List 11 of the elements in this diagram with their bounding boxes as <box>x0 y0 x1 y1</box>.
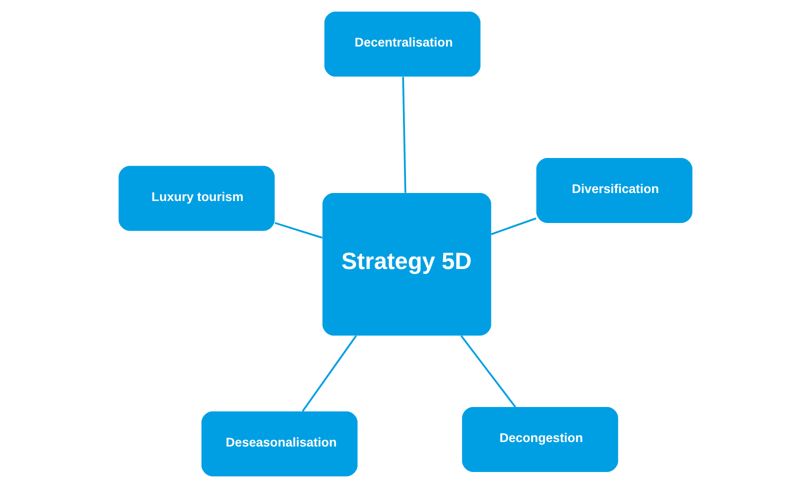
node-box: Deseasonalisation <box>201 411 358 476</box>
connector <box>302 335 357 412</box>
node-box: Decentralisation <box>324 12 480 77</box>
connector <box>490 218 536 236</box>
node-box: Strategy 5D <box>322 193 492 336</box>
node-box: Diversification <box>536 158 692 223</box>
node-box: Decongestion <box>462 407 618 472</box>
connector <box>460 335 516 408</box>
node-box: Luxury tourism <box>118 166 275 231</box>
connector <box>402 76 406 193</box>
connector <box>274 222 323 239</box>
